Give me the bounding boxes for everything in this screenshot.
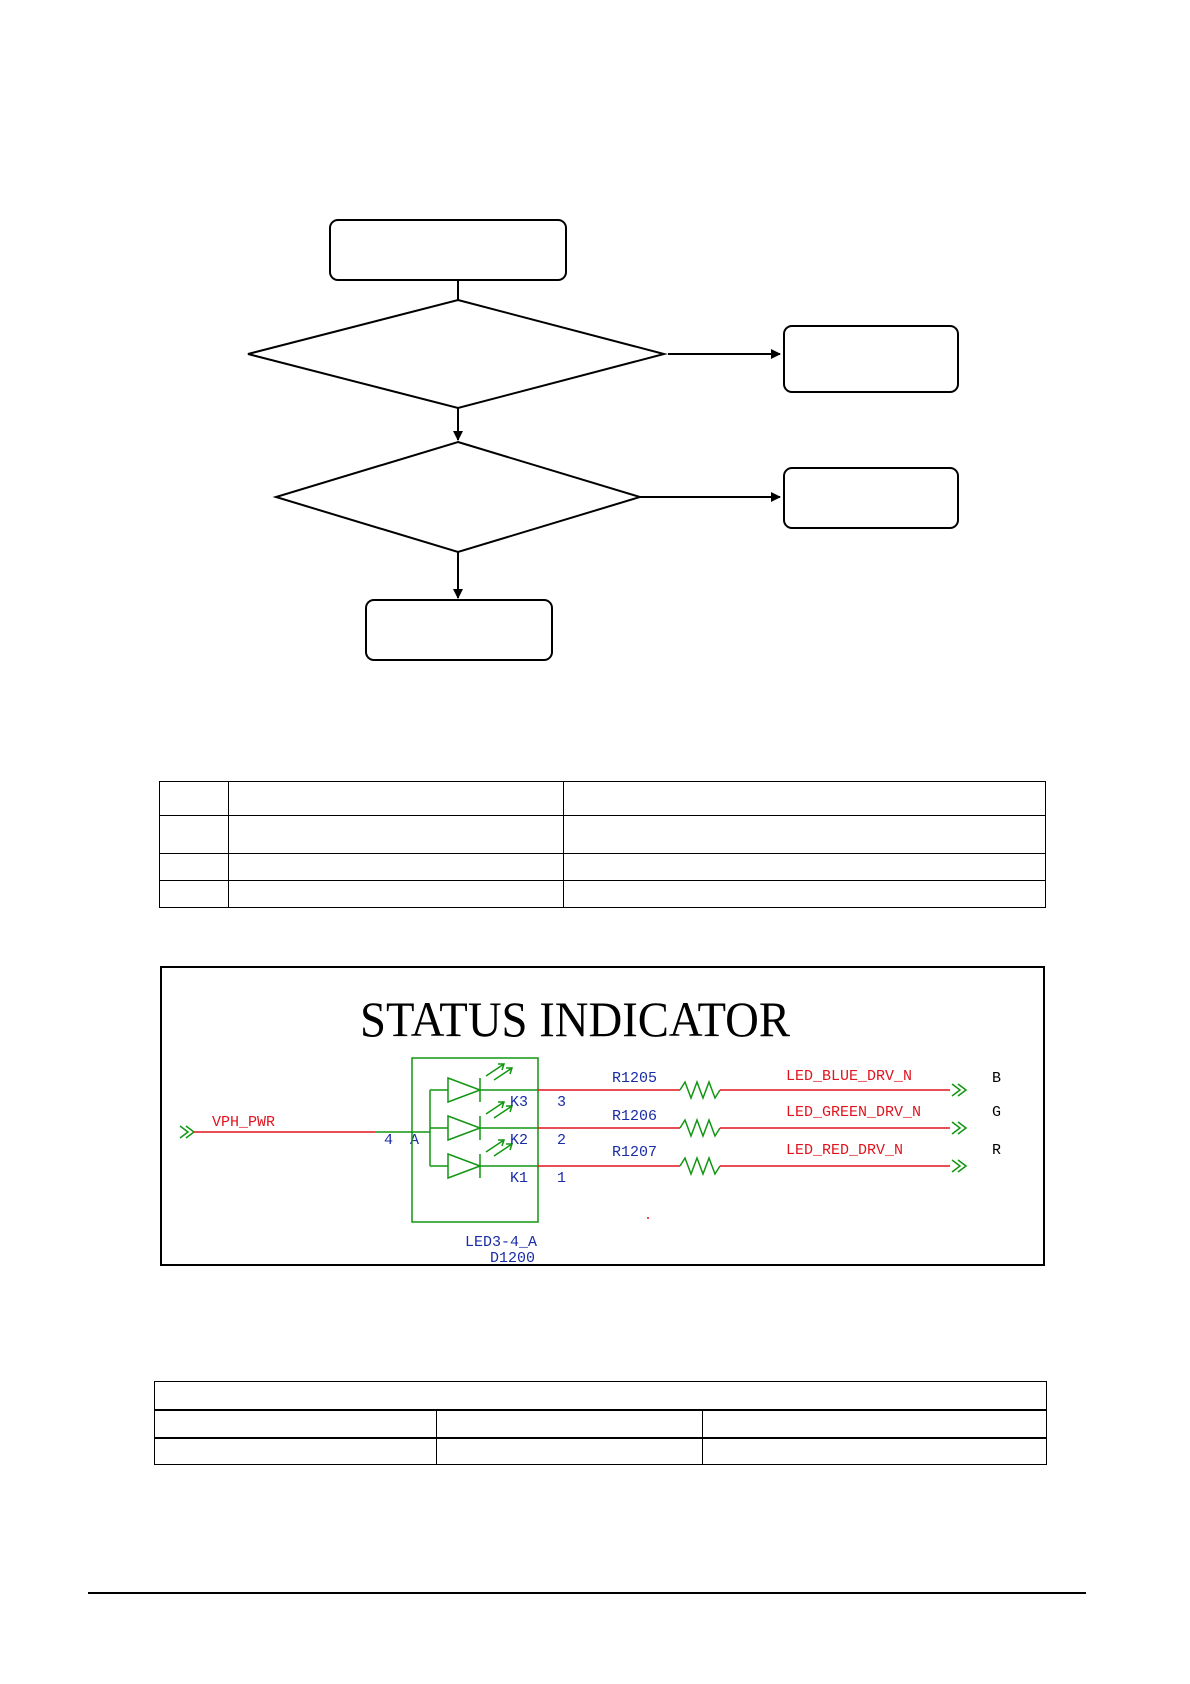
component-ref-label: D1200 bbox=[490, 1250, 535, 1266]
input-net-label: VPH_PWR bbox=[212, 1114, 275, 1131]
table-cell bbox=[702, 1437, 1047, 1465]
rgb-led-component bbox=[411, 1057, 539, 1223]
table-cell bbox=[228, 853, 564, 881]
resistor-ref: R1207 bbox=[612, 1144, 657, 1161]
table-cell bbox=[159, 880, 229, 908]
table-row bbox=[159, 853, 1046, 881]
flow-end-box bbox=[365, 599, 553, 661]
schematic-frame bbox=[160, 966, 1045, 1266]
pin-number: 1 bbox=[557, 1170, 566, 1187]
table-cell bbox=[228, 880, 564, 908]
channel-blue: K3 3 R1205 LED_BLUE_DRV_N B bbox=[510, 1068, 1001, 1111]
table-cell bbox=[154, 1437, 437, 1465]
table-cell bbox=[563, 880, 1046, 908]
pin-number: 3 bbox=[557, 1094, 566, 1111]
cathode-label: K1 bbox=[510, 1170, 528, 1187]
spec-table bbox=[154, 1381, 1047, 1465]
channel-green: K2 2 R1206 LED_GREEN_DRV_N G bbox=[510, 1104, 1001, 1149]
port-label: R bbox=[992, 1142, 1001, 1159]
flow-result-box-2 bbox=[783, 467, 959, 529]
table-cell bbox=[154, 1381, 1047, 1411]
channel-red: K1 1 R1207 LED_RED_DRV_N R bbox=[510, 1142, 1001, 1187]
table-cell bbox=[159, 781, 229, 816]
anode-pin-number: 4 bbox=[384, 1132, 393, 1149]
table-cell bbox=[563, 781, 1046, 816]
table-row bbox=[154, 1381, 1047, 1411]
table-cell bbox=[563, 853, 1046, 881]
table-row bbox=[154, 1437, 1047, 1465]
resistor-icon bbox=[679, 1155, 721, 1177]
check-table bbox=[159, 781, 1046, 908]
table-row bbox=[159, 815, 1046, 854]
flow-decision-2 bbox=[272, 440, 644, 554]
schematic-title: STATUS INDICATOR bbox=[360, 991, 791, 1047]
flow-start-box bbox=[329, 219, 567, 281]
resistor-icon bbox=[679, 1079, 721, 1101]
resistor-ref: R1205 bbox=[612, 1070, 657, 1087]
table-cell bbox=[702, 1409, 1047, 1439]
cathode-label: K3 bbox=[510, 1094, 528, 1111]
table-cell bbox=[563, 815, 1046, 854]
status-indicator-schematic: STATUS INDICATOR VPH_PWR 4 A L bbox=[160, 966, 1045, 1266]
table-cell bbox=[228, 815, 564, 854]
table-cell bbox=[159, 815, 229, 854]
net-label: LED_RED_DRV_N bbox=[786, 1142, 903, 1159]
table-cell bbox=[159, 853, 229, 881]
component-type-label: LED3-4_A bbox=[465, 1234, 537, 1251]
stray-dot bbox=[647, 1217, 649, 1219]
net-label: LED_GREEN_DRV_N bbox=[786, 1104, 921, 1121]
table-cell bbox=[154, 1409, 437, 1439]
output-port-arrow-icon bbox=[951, 1121, 968, 1135]
output-port-arrow-icon bbox=[951, 1159, 968, 1173]
pin-number: 2 bbox=[557, 1132, 566, 1149]
troubleshooting-flowchart bbox=[247, 219, 959, 661]
resistor-ref: R1206 bbox=[612, 1108, 657, 1125]
table-cell bbox=[228, 781, 564, 816]
anode-label: A bbox=[410, 1132, 419, 1149]
footer-divider bbox=[88, 1592, 1086, 1594]
table-cell bbox=[436, 1437, 703, 1465]
flow-decision-1 bbox=[247, 298, 668, 410]
resistor-icon bbox=[679, 1117, 721, 1139]
port-label: B bbox=[992, 1070, 1001, 1087]
port-label: G bbox=[992, 1104, 1001, 1121]
table-row bbox=[159, 781, 1046, 816]
output-port-arrow-icon bbox=[951, 1083, 968, 1097]
table-cell bbox=[436, 1409, 703, 1439]
table-row bbox=[159, 880, 1046, 908]
flow-result-box-1 bbox=[783, 325, 959, 393]
cathode-label: K2 bbox=[510, 1132, 528, 1149]
net-label: LED_BLUE_DRV_N bbox=[786, 1068, 912, 1085]
table-row bbox=[154, 1409, 1047, 1439]
